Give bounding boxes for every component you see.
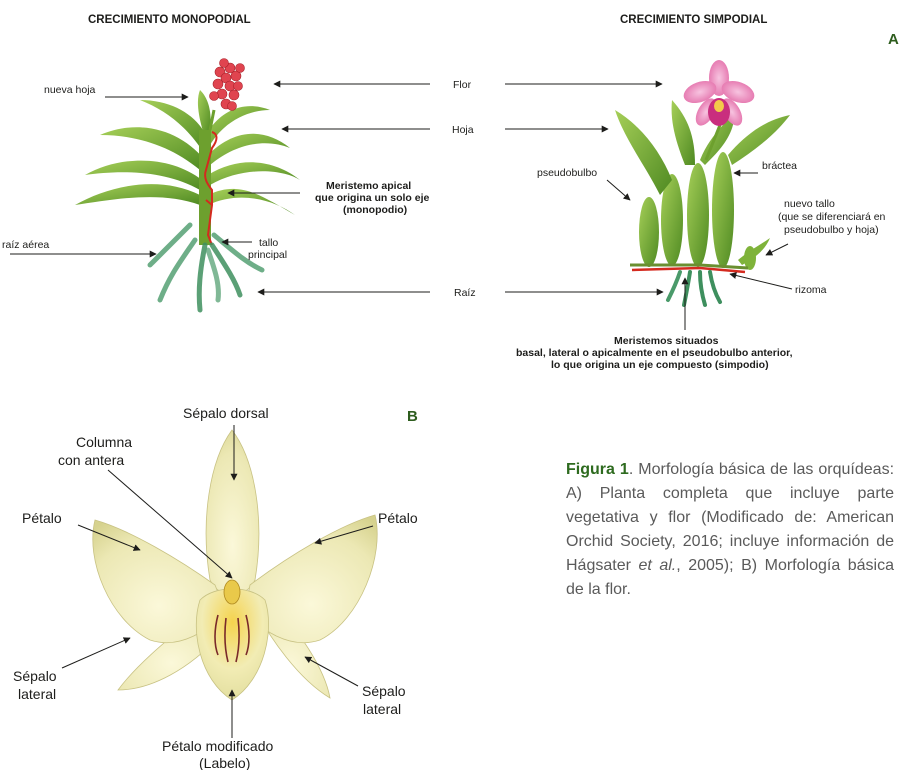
arrow-pseudobulbo <box>607 180 630 200</box>
panel-a-letter: A <box>888 31 899 48</box>
label-rizoma: rizoma <box>795 284 827 296</box>
panel-b: B Sépalo dorsal Columna <box>13 405 418 770</box>
label-raiz: Raíz <box>454 287 476 299</box>
label-meristemos-2: basal, lateral o apicalmente en el pseud… <box>516 347 793 359</box>
label-sepalo-lateral-right-1: Sépalo <box>362 683 406 699</box>
label-pseudobulbo: pseudobulbo <box>537 167 597 179</box>
label-sepalo-lateral-right-2: lateral <box>363 701 401 717</box>
label-sepalo-dorsal: Sépalo dorsal <box>183 405 269 421</box>
label-meristemo-3: (monopodio) <box>343 204 407 216</box>
caption-italic: et al. <box>638 557 676 574</box>
panel-b-letter: B <box>407 408 418 425</box>
arrow-rizoma <box>730 274 792 289</box>
label-meristemos-1: Meristemos situados <box>614 335 719 347</box>
monopodial-plant-illustration <box>75 59 300 311</box>
label-raiz-aerea: raíz aérea <box>2 239 49 251</box>
label-meristemo-1: Meristemo apical <box>326 180 411 192</box>
label-meristemos-3: lo que origina un eje compuesto (simpodi… <box>551 359 769 371</box>
label-tallo-2: principal <box>248 249 287 261</box>
label-flor: Flor <box>453 79 472 91</box>
label-nueva-hoja: nueva hoja <box>44 84 96 96</box>
arrow-nuevo-tallo <box>766 244 788 255</box>
label-petalo-modificado-1: Pétalo modificado <box>162 738 274 754</box>
arrow-sepalo-lateral-left <box>62 638 130 668</box>
panel-a: CRECIMIENTO MONOPODIAL CRECIMIENTO SIMPO… <box>2 14 899 371</box>
simpodial-title: CRECIMIENTO SIMPODIAL <box>620 14 767 26</box>
label-meristemo-2: que origina un solo eje <box>315 192 430 204</box>
label-petalo-modificado-2: (Labelo) <box>199 755 250 770</box>
monopodial-title: CRECIMIENTO MONOPODIAL <box>88 14 251 26</box>
label-sepalo-lateral-left-1: Sépalo <box>13 668 57 684</box>
label-columna-1: Columna <box>76 434 132 450</box>
label-bractea: bráctea <box>762 160 797 172</box>
label-columna-2: con antera <box>58 452 124 468</box>
figure-caption: Figura 1. Morfología básica de las orquí… <box>566 458 894 602</box>
simpodial-plant-illustration <box>615 60 790 305</box>
label-petalo-right: Pétalo <box>378 510 418 526</box>
label-nuevo-tallo-2: (que se diferenciará en <box>778 211 886 223</box>
label-tallo-1: tallo <box>259 237 278 249</box>
label-nuevo-tallo-3: pseudobulbo y hoja) <box>784 224 879 236</box>
figure-label: Figura 1 <box>566 461 629 478</box>
cattleya-flower-illustration <box>93 430 377 700</box>
label-nuevo-tallo-1: nuevo tallo <box>784 198 835 210</box>
label-hoja: Hoja <box>452 124 474 136</box>
label-petalo-left: Pétalo <box>22 510 62 526</box>
simpodial-flower <box>681 60 758 129</box>
label-sepalo-lateral-left-2: lateral <box>18 686 56 702</box>
